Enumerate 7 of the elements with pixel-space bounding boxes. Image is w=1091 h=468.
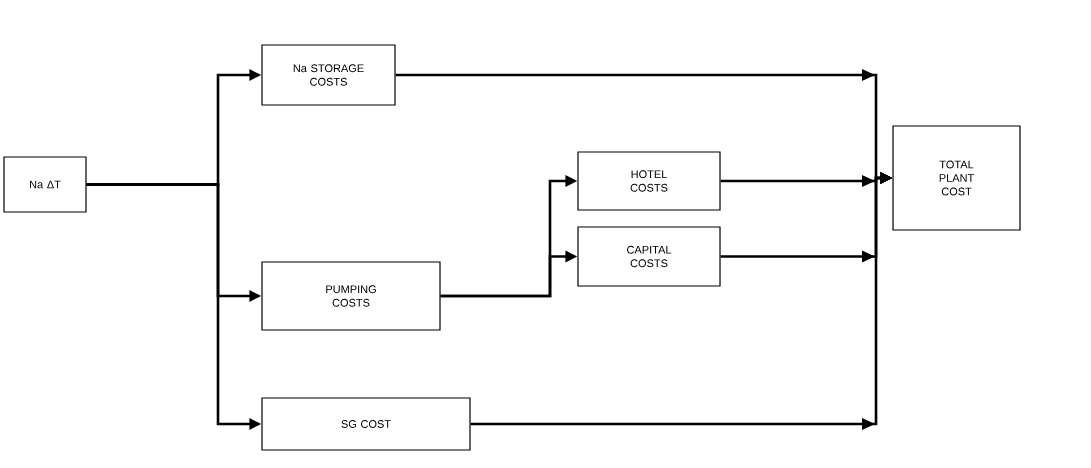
process-box: PUMPING COSTS xyxy=(261,261,441,331)
process-box: TOTAL PLANT COST xyxy=(892,125,1021,231)
process-box: SG COST xyxy=(261,397,471,451)
process-box: Na ΔT xyxy=(3,156,87,213)
process-box: CAPITAL COSTS xyxy=(577,226,721,287)
process-box: Na STORAGE COSTS xyxy=(261,44,396,106)
process-box: HOTEL COSTS xyxy=(577,151,721,211)
